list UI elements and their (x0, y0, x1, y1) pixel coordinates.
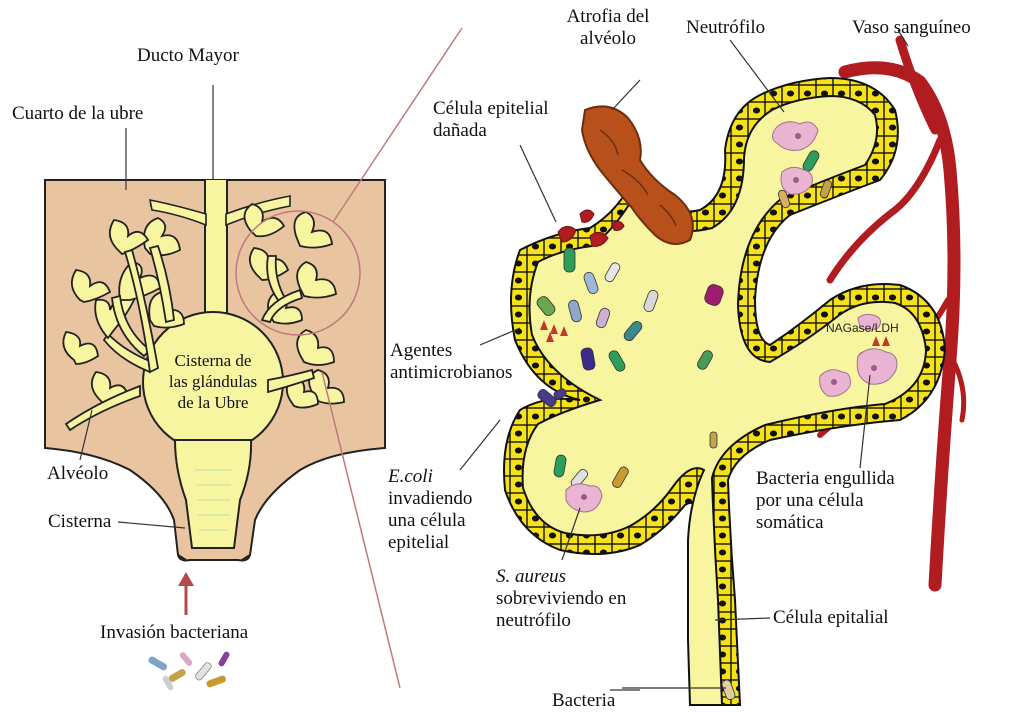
label-bacteria-engullida: Bacteria engullida por una célula somáti… (756, 468, 895, 534)
label-cisterna: Cisterna (48, 511, 111, 533)
label-saureus: S. aureus sobreviviendo en neutrófilo (496, 566, 626, 632)
label-ecoli-name: E.coli (388, 466, 433, 487)
label-ecoli-l3: una célula (388, 510, 472, 532)
label-ecoli-l4: epitelial (388, 532, 472, 554)
label-celula-danada: Célula epitelial dañada (433, 98, 549, 142)
label-saureus-name: S. aureus (496, 566, 566, 587)
label-invasion-bacteriana: Invasión bacteriana (100, 622, 248, 644)
label-atrofia-l1: Atrofia del (548, 6, 668, 28)
label-ecoli: E.coli invadiendo una célula epitelial (388, 466, 472, 554)
label-agentes-l1: Agentes (390, 340, 512, 362)
label-bacteria-engullida-l3: somática (756, 512, 895, 534)
label-celula-danada-l1: Célula epitelial (433, 98, 549, 120)
label-ecoli-l2: invadiendo (388, 488, 472, 510)
label-bacteria: Bacteria (552, 690, 615, 712)
label-cisterna-glandulas-l3: de la Ubre (150, 392, 276, 413)
label-bacteria-engullida-l2: por una célula (756, 490, 895, 512)
label-bacteria-engullida-l1: Bacteria engullida (756, 468, 895, 490)
bacteria-cluster-icon (147, 651, 230, 692)
nagase-label: NAGase/LDH (826, 321, 899, 335)
label-agentes-l2: antimicrobianos (390, 362, 512, 384)
label-cuarto-ubre: Cuarto de la ubre (12, 103, 143, 125)
label-saureus-l2: sobreviviendo en (496, 588, 626, 610)
label-saureus-l3: neutrófilo (496, 610, 626, 632)
label-cisterna-glandulas-l1: Cisterna de (150, 350, 276, 371)
label-atrofia: Atrofia del alvéolo (548, 6, 668, 50)
invasion-arrow-icon (178, 572, 194, 615)
label-neutrofilo: Neutrófilo (686, 17, 765, 39)
label-celula-danada-l2: dañada (433, 120, 549, 142)
label-celula-epitalial: Célula epitalial (773, 607, 889, 629)
label-atrofia-l2: alvéolo (548, 28, 668, 50)
label-ducto-mayor: Ducto Mayor (137, 45, 239, 67)
label-agentes: Agentes antimicrobianos (390, 340, 512, 384)
label-vaso-sanguineo: Vaso sanguíneo (852, 17, 971, 39)
label-alveolo: Alvéolo (47, 463, 108, 485)
label-cisterna-glandulas-l2: las glándulas (150, 371, 276, 392)
label-cisterna-glandulas: Cisterna de las glándulas de la Ubre (150, 350, 276, 413)
